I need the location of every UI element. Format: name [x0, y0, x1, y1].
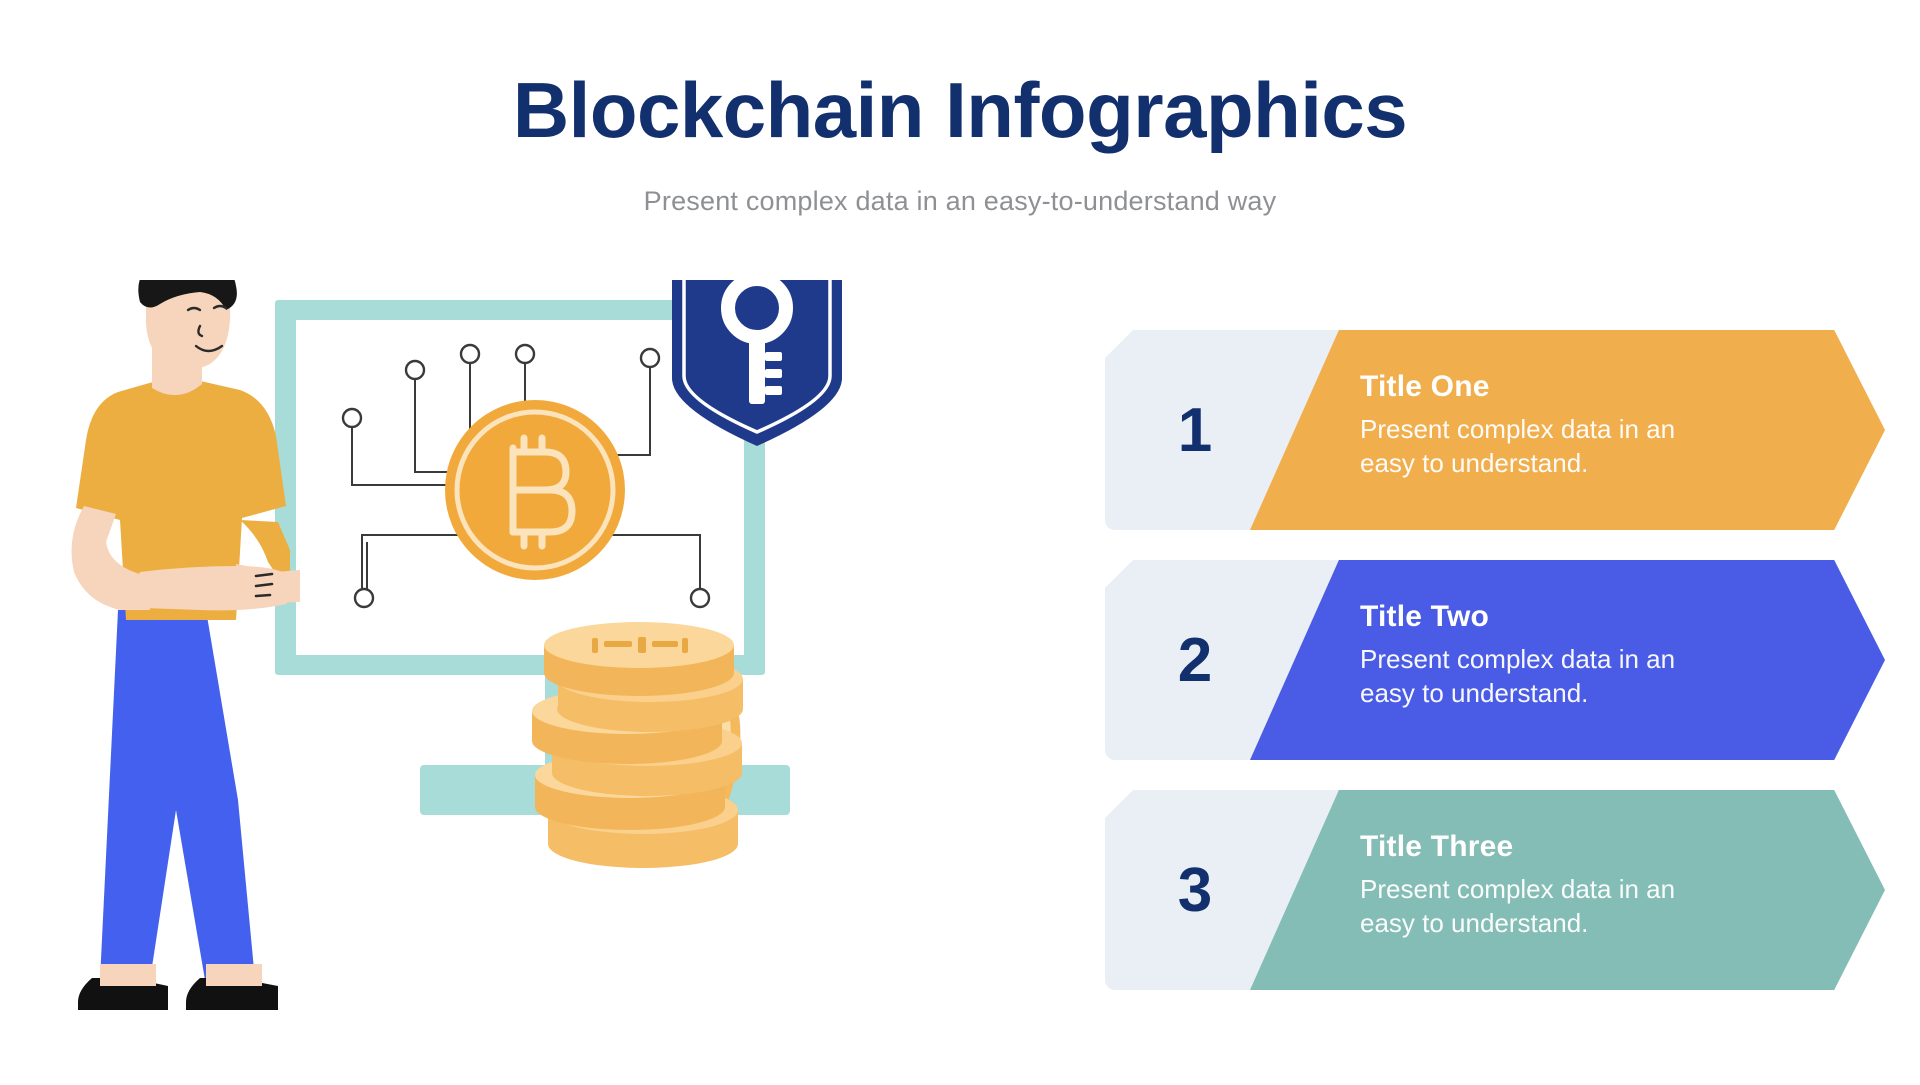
- banner-description-3: Present complex data in an easy to under…: [1360, 874, 1676, 938]
- coin-stack-icon: [532, 622, 743, 868]
- banner-arrow-2: [1250, 560, 1885, 760]
- person-face: [186, 304, 228, 353]
- banner-item-1[interactable]: 1 Title One Present complex data in an e…: [1105, 330, 1885, 530]
- person-illustration: [71, 254, 300, 1010]
- banner-arrow-1: [1250, 330, 1885, 530]
- banner-title-3: Title Three: [1360, 830, 1514, 863]
- banner-arrow-3: [1250, 790, 1885, 990]
- banner-item-3[interactable]: 3 Title Three Present complex data in an…: [1105, 790, 1885, 990]
- banner-number-3: 3: [1177, 855, 1213, 925]
- banner-title-1: Title One: [1360, 370, 1490, 403]
- person-fingers: [254, 572, 274, 598]
- banner-item-2[interactable]: 2 Title Two Present complex data in an e…: [1105, 560, 1885, 760]
- banner-number-1: 1: [1177, 395, 1213, 465]
- page-title: Blockchain Infographics: [512, 66, 1408, 154]
- banner-text-2: Title Two Present complex data in an eas…: [1360, 600, 1690, 711]
- person-arm-left: [71, 506, 150, 610]
- blockchain-illustration: [0, 242, 1000, 1080]
- banner-description-1: Present complex data in an easy to under…: [1360, 414, 1676, 478]
- person-shirt: [76, 380, 286, 620]
- banner-title-2: Title Two: [1360, 600, 1490, 633]
- banner-text-3: Title Three Present complex data in an e…: [1360, 830, 1690, 941]
- banner-text-1: Title One Present complex data in an eas…: [1360, 370, 1690, 481]
- banner-description-2: Present complex data in an easy to under…: [1360, 644, 1676, 708]
- page-subtitle: Present complex data in an easy-to-under…: [643, 186, 1277, 216]
- network-nodes: [341, 343, 711, 609]
- person-hands: [136, 566, 293, 611]
- person-pants: [100, 610, 255, 980]
- banner-list: 1 Title One Present complex data in an e…: [1105, 330, 1885, 1030]
- bitcoin-coin-icon: [445, 400, 625, 580]
- coin-layer-top: [544, 622, 734, 696]
- banner-number-2: 2: [1177, 625, 1213, 695]
